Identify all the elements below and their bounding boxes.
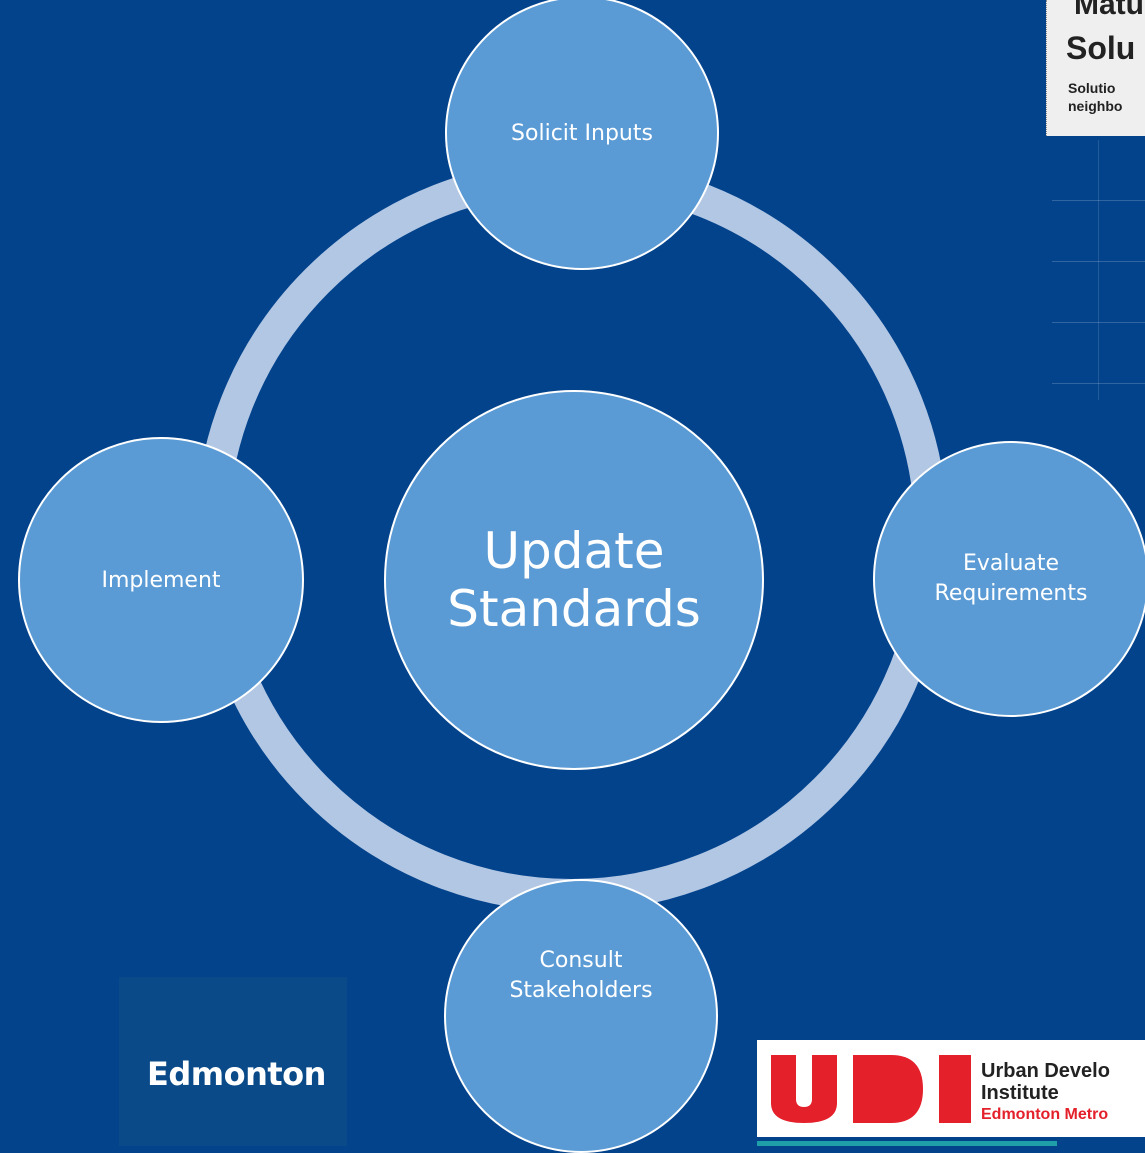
udi-logo-mark	[771, 1055, 971, 1123]
udi-logo: Urban Develo Institute Edmonton Metro	[757, 1040, 1145, 1137]
udi-text-line1: Urban Develo	[981, 1060, 1110, 1082]
node-evaluate-label-line1: Evaluate	[962, 551, 1060, 576]
inset-text-panel: Matu Solu Solutio neighbo	[1046, 0, 1145, 136]
center-label-line1: Update	[483, 522, 665, 580]
node-implement-label: Implement	[101, 567, 221, 593]
node-evaluate-label-line2: Requirements	[934, 581, 1088, 606]
inset-line-1: Matu	[1074, 0, 1144, 21]
udi-text-line3: Edmonton Metro	[981, 1106, 1109, 1123]
inset-line-3: Solutio	[1068, 80, 1116, 96]
node-consult-stakeholders: Consult Stakeholders	[444, 879, 718, 1153]
ghost-grid-lines	[1052, 140, 1145, 400]
udi-text-line2: Institute	[981, 1082, 1059, 1104]
node-solicit-inputs: Solicit Inputs	[445, 0, 719, 270]
edmonton-logo: Edmonton	[119, 977, 347, 1146]
node-update-standards: Update Standards	[384, 390, 764, 770]
center-label-line2: Standards	[447, 580, 701, 638]
node-implement: Implement	[18, 437, 304, 723]
bottom-accent-strip	[757, 1141, 1057, 1146]
inset-line-2: Solu	[1066, 30, 1136, 66]
edmonton-logo-text: Edmonton	[147, 1055, 326, 1093]
inset-line-4: neighbo	[1068, 98, 1123, 114]
node-consult-label-line2: Stakeholders	[509, 978, 653, 1003]
node-consult-label-line1: Consult	[539, 948, 623, 973]
node-solicit-inputs-label: Solicit Inputs	[511, 120, 653, 146]
node-evaluate-requirements: Evaluate Requirements	[873, 441, 1145, 717]
